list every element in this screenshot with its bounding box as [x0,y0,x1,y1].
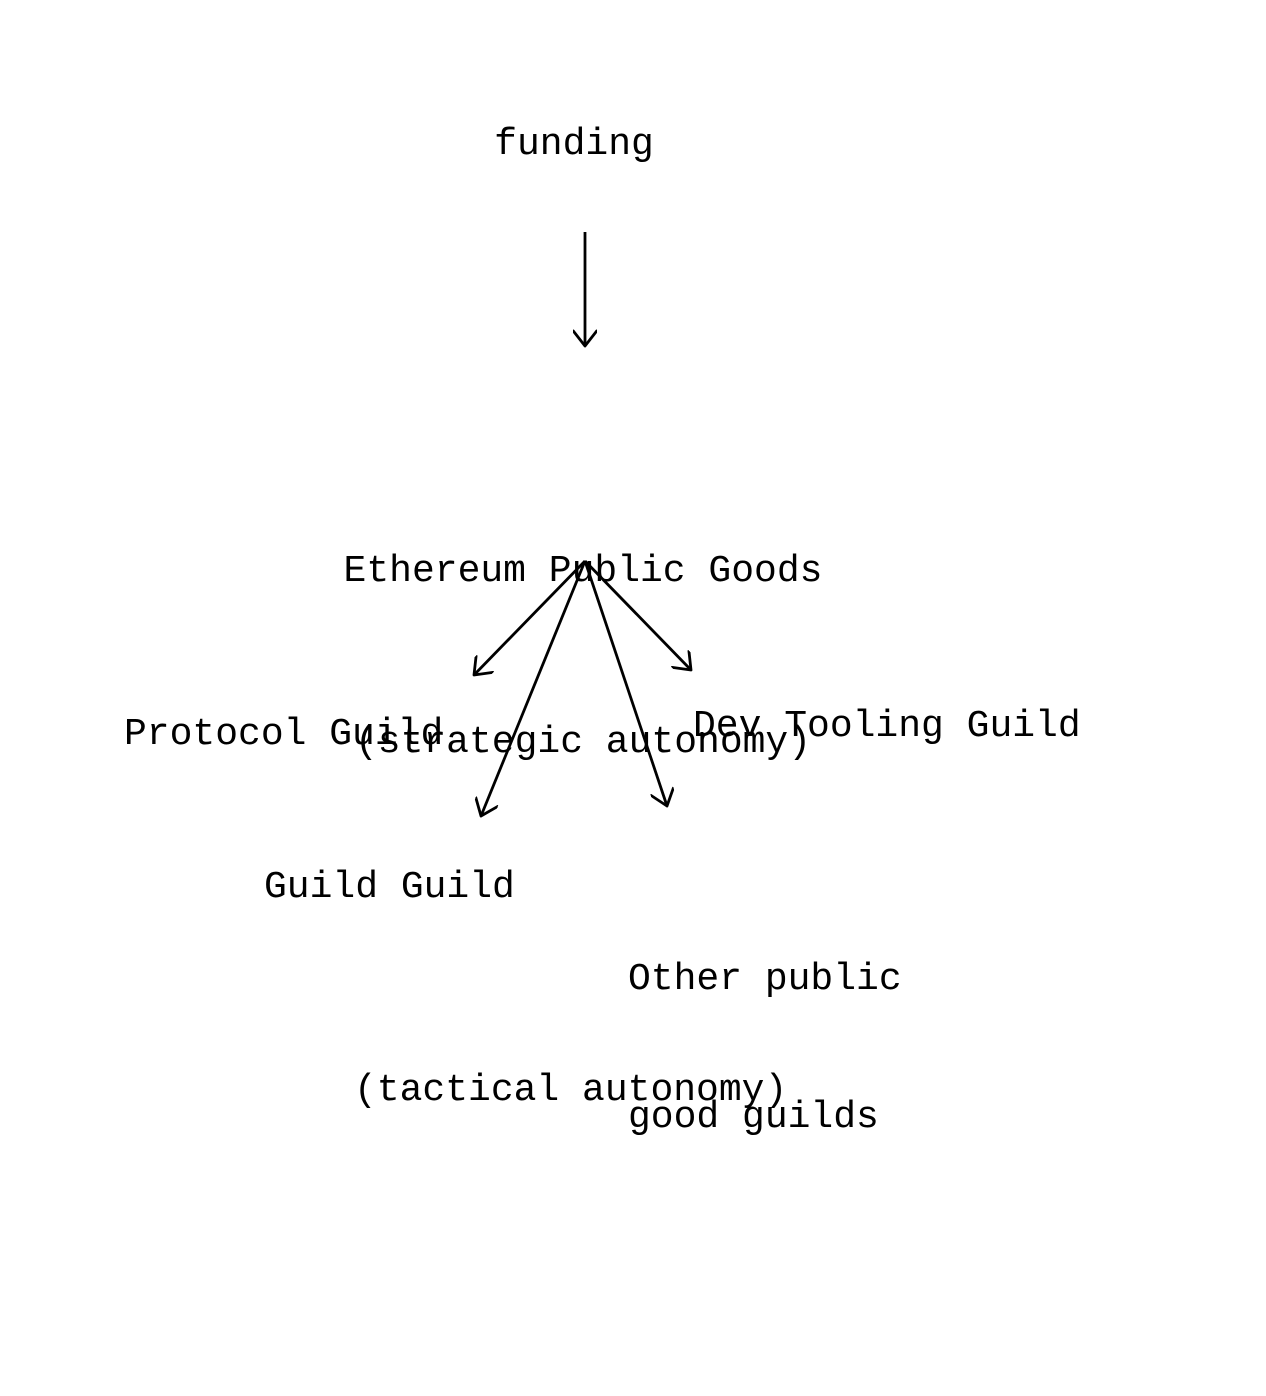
node-protocol-guild: Protocol Guild [124,713,444,756]
node-other-public-good-guilds-line1: Other public [628,958,902,1001]
node-funding: funding [494,123,654,166]
node-other-public-good-guilds: Other public good guilds [628,865,902,1233]
node-ethereum-public-goods-subtitle: (strategic autonomy) [354,721,812,764]
node-dev-tooling-guild: Dev Tooling Guild [693,705,1081,748]
tactical-autonomy-note: (tactical autonomy) [354,1069,788,1112]
node-other-public-good-guilds-line2: good guilds [628,1096,879,1139]
node-ethereum-public-goods: Ethereum Public Goods (strategic autonom… [344,429,823,885]
node-guild-guild: Guild Guild [264,866,515,909]
node-ethereum-public-goods-title: Ethereum Public Goods [343,550,823,593]
